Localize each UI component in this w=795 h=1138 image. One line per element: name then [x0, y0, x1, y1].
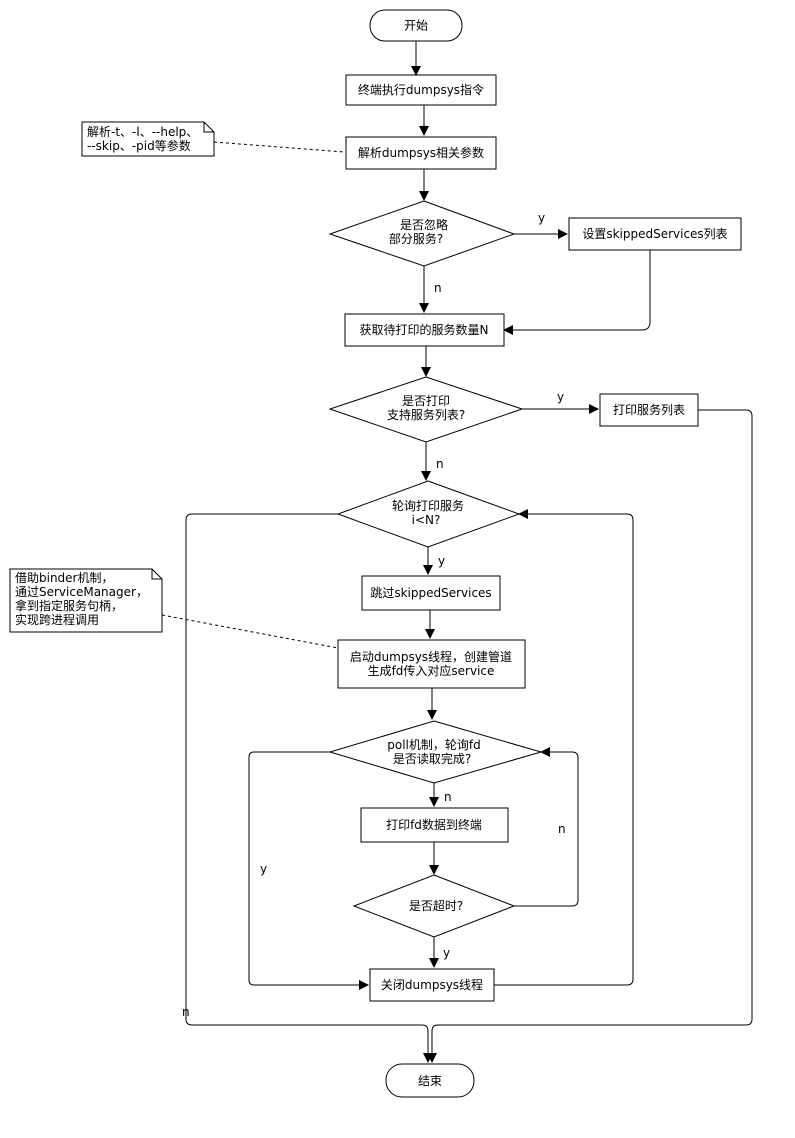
start-node: 开始	[369, 9, 463, 42]
skip-decision-line1: 是否忽略	[400, 217, 448, 232]
edges	[161, 41, 753, 1063]
timeout-decision: 是否超时?	[352, 874, 516, 938]
edge-labels: y n y n y n n y n y	[182, 211, 566, 1019]
edge-note-thread	[161, 614, 339, 649]
poll-decision: poll机制，轮询fd 是否读取完成?	[328, 720, 543, 784]
parse-node: 解析dumpsys相关参数	[345, 136, 497, 170]
skip-services-label: 跳过skippedServices	[370, 586, 491, 600]
label-loop-yes: y	[438, 554, 445, 568]
print-list-label: 打印服务列表	[613, 402, 685, 417]
edge-loopq-end	[185, 513, 433, 1063]
label-skip-no: n	[434, 281, 442, 295]
edge-close-loopq	[494, 509, 634, 986]
start-thread-line1: 启动dumpsys线程，创建管道	[350, 649, 512, 664]
set-skipped-node: 设置skippedServices列表	[568, 217, 742, 251]
get-count-label: 获取待打印的服务数量N	[360, 322, 489, 337]
label-timeout-no: n	[558, 822, 566, 836]
binder-note-line3: 拿到指定服务句柄，	[15, 598, 123, 613]
print-list-node: 打印服务列表	[599, 393, 699, 427]
start-thread-node: 启动dumpsys线程，创建管道 生成fd传入对应service	[337, 639, 526, 689]
print-decision: 是否打印 支持服务列表?	[328, 376, 524, 443]
parse-note-line2: --skip、-pid等参数	[87, 138, 191, 153]
label-loop-no: n	[182, 1005, 190, 1019]
label-poll-yes: y	[260, 862, 267, 876]
label-poll-no: n	[444, 790, 452, 804]
label-print-yes: y	[557, 390, 564, 404]
label-skip-yes: y	[538, 211, 545, 225]
label-print-no: n	[436, 457, 444, 471]
edge-timeoutq-pollq	[514, 747, 579, 907]
skip-services-node: 跳过skippedServices	[361, 575, 501, 611]
binder-note-line4: 实现跨进程调用	[15, 612, 99, 627]
edge-list-end	[427, 409, 753, 1063]
poll-decision-line1: poll机制，轮询fd	[387, 738, 480, 752]
parse-note: 解析-t、-l、--help、 --skip、-pid等参数	[81, 121, 215, 157]
poll-decision-line2: 是否读取完成?	[393, 751, 471, 766]
exec-node: 终端执行dumpsys指令	[345, 74, 497, 106]
skip-decision: 是否忽略 部分服务?	[328, 200, 516, 267]
timeout-decision-label: 是否超时?	[409, 898, 463, 913]
edge-set-count	[503, 250, 651, 335]
binder-note-line2: 通过ServiceManager，	[15, 585, 148, 599]
start-thread-line2: 生成fd传入对应service	[368, 663, 495, 678]
end-node: 结束	[385, 1063, 475, 1098]
print-decision-line1: 是否打印	[402, 394, 450, 408]
binder-note: 借助binder机制， 通过ServiceManager， 拿到指定服务句柄， …	[9, 568, 163, 633]
print-decision-line2: 支持服务列表?	[387, 407, 465, 422]
end-label: 结束	[418, 1074, 442, 1088]
binder-note-line1: 借助binder机制，	[15, 571, 114, 585]
loop-decision-line2: i<N?	[412, 513, 441, 527]
skip-decision-line2: 部分服务?	[389, 231, 443, 246]
edge-note-parse	[213, 141, 345, 153]
print-fd-node: 打印fd数据到终端	[360, 807, 509, 843]
parse-note-line1: 解析-t、-l、--help、	[87, 125, 198, 139]
loop-decision-line1: 轮询打印服务	[392, 498, 464, 513]
label-timeout-yes: y	[443, 946, 450, 960]
get-count-node: 获取待打印的服务数量N	[344, 313, 505, 347]
start-label: 开始	[404, 19, 428, 33]
close-thread-node: 关闭dumpsys线程	[369, 968, 495, 1002]
edge-pollq-close	[248, 751, 369, 990]
set-skipped-label: 设置skippedServices列表	[582, 227, 727, 241]
close-thread-label: 关闭dumpsys线程	[381, 977, 483, 992]
exec-label: 终端执行dumpsys指令	[358, 82, 484, 97]
print-fd-label: 打印fd数据到终端	[386, 817, 482, 832]
loop-decision: 轮询打印服务 i<N?	[336, 480, 521, 548]
parse-label: 解析dumpsys相关参数	[358, 145, 484, 160]
